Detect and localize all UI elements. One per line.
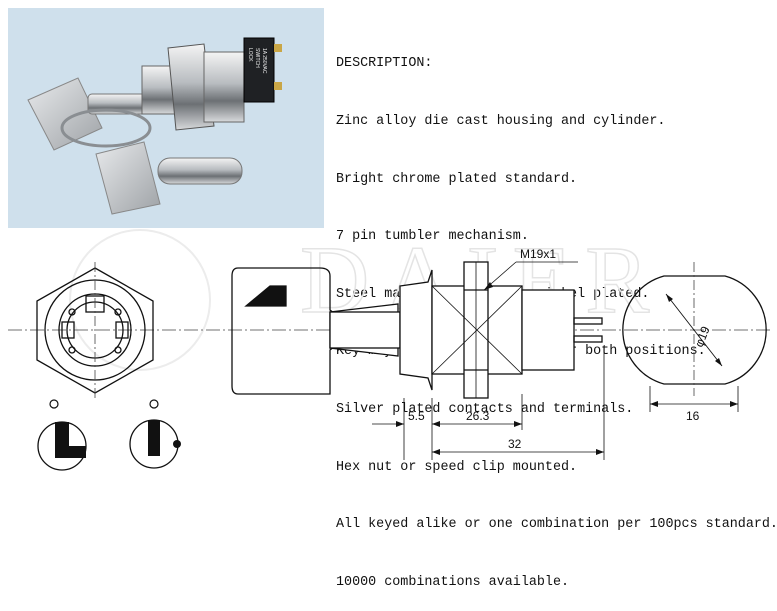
position-indicator-right (129, 399, 181, 469)
arrow-diam-a (666, 294, 673, 302)
head-view (622, 262, 767, 412)
front-view (36, 262, 154, 400)
dim-head-width: 16 (686, 409, 700, 423)
description-line: Zinc alloy die cast housing and cylinder… (336, 114, 666, 129)
arrow-right (730, 401, 738, 407)
description-line: 10000 combinations available. (336, 574, 570, 590)
position-indicator-left (37, 399, 87, 471)
dim-body-length: 26.3 (466, 409, 490, 423)
body-print-1: LOCK (247, 48, 253, 62)
body-print-2: SWITCH (254, 48, 260, 68)
side-view (231, 261, 603, 399)
arrow-diam-b (715, 358, 722, 366)
description-line: Bright chrome plated standard. (336, 171, 578, 187)
watermark-logo (69, 229, 211, 371)
description-line: 7 pin tumbler mechanism. (336, 229, 529, 245)
key-switch-photo: LOCK SWITCH 1A 250VAC (27, 37, 282, 215)
switch-body: LOCK SWITCH 1A 250VAC (141, 37, 282, 131)
description-heading: DESCRIPTION: (336, 56, 433, 72)
dim-thread: M19x1 (520, 247, 556, 261)
description-line: Silver plated contacts and terminals. (336, 401, 634, 417)
key-ring (60, 108, 152, 148)
dim-diameter: φ19 (692, 324, 713, 349)
product-photo: LOCK SWITCH 1A 250VAC (8, 8, 324, 228)
dim-key-offset: 5.5 (408, 409, 425, 423)
arrow-left (650, 401, 658, 407)
body-print-3: 1A 250VAC (261, 48, 267, 74)
technical-drawing: DAIER (8, 225, 770, 471)
description-line: Hex nut or speed clip mounted. (336, 459, 578, 475)
dim-overall-length: 32 (508, 437, 522, 451)
dimension-arrows (396, 282, 604, 455)
key-upper (27, 77, 149, 151)
description-line: All keyed alike or one combination per 1… (336, 517, 777, 533)
key-lower (95, 141, 243, 215)
